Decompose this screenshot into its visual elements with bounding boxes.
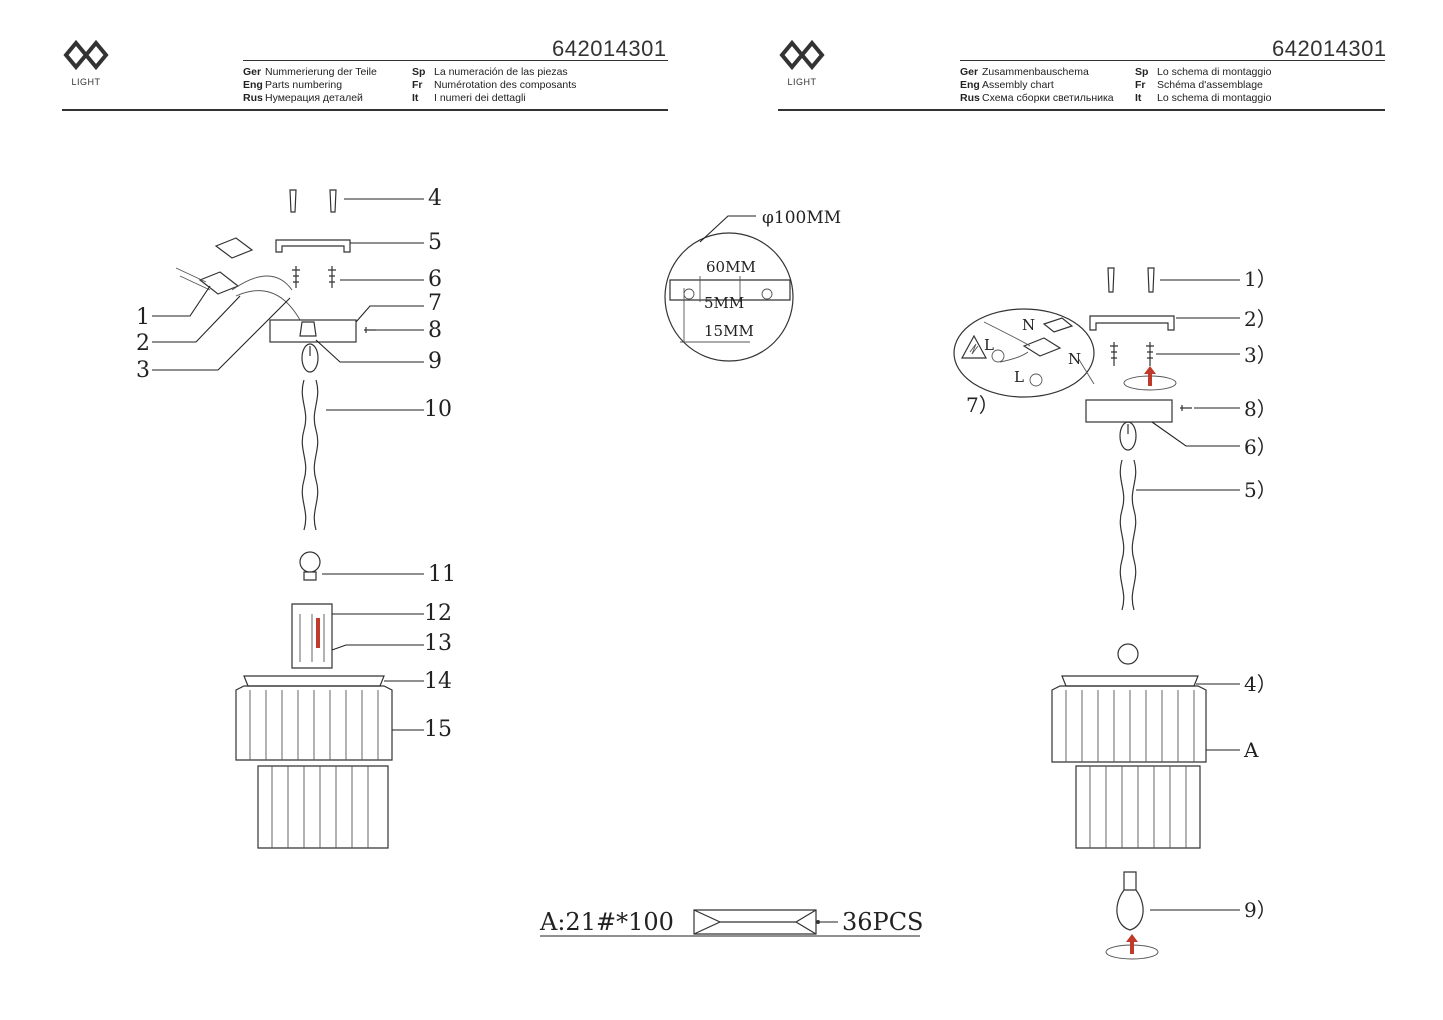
callout-part-12: 12 — [424, 601, 452, 626]
wire-label-l: L — [984, 336, 994, 354]
header-rule — [960, 60, 1385, 61]
callout-step-4: 4） — [1244, 672, 1277, 696]
wire-label-l2: L — [1014, 368, 1024, 386]
callout-part-8: 8 — [428, 318, 442, 343]
callout-part-9: 9 — [428, 349, 442, 374]
header-rule — [243, 60, 668, 61]
callout-part-10: 10 — [424, 397, 452, 422]
parts-drawing — [152, 189, 424, 849]
callout-part-2: 2 — [136, 331, 150, 356]
crystal-spec-code: A:21#*100 — [540, 908, 674, 936]
mw-logo-icon — [62, 35, 110, 87]
crystal-quantity: 36PCS — [842, 908, 924, 936]
callout-step-8: 8） — [1244, 397, 1277, 421]
header-bottom-rule — [778, 109, 1385, 111]
callout-part-4: 4 — [428, 186, 442, 211]
callout-step-5: 5） — [1244, 478, 1277, 502]
callout-step-3: 3） — [1244, 343, 1277, 367]
detail-width-label: 60MM — [706, 258, 756, 276]
header-bottom-rule — [62, 109, 668, 111]
callout-part-14: 14 — [424, 669, 452, 694]
logo-text: LIGHT — [71, 77, 101, 87]
assembly-drawing — [953, 267, 1240, 960]
document-code: 642014301 — [1272, 36, 1387, 61]
callout-part-5: 5 — [428, 230, 442, 255]
detail-slot-label: 5MM — [704, 294, 745, 312]
callout-step-1: 1） — [1244, 267, 1277, 291]
crystal-spec — [540, 909, 920, 937]
logo-text: LIGHT — [787, 77, 817, 87]
callout-step-7: 7） — [966, 393, 999, 417]
callout-step-a: A — [1244, 738, 1259, 762]
callout-step-9: 9） — [1244, 898, 1277, 922]
wire-label-n: N — [1022, 316, 1036, 334]
document-code: 642014301 — [552, 36, 667, 61]
callout-step-2: 2） — [1244, 307, 1277, 331]
wire-label-n2: N — [1068, 350, 1082, 368]
callout-part-3: 3 — [136, 358, 150, 383]
callout-part-1: 1 — [136, 305, 150, 330]
detail-diameter-label: φ100MM — [762, 208, 842, 228]
canopy-detail — [664, 215, 794, 362]
mw-logo-icon — [778, 35, 826, 87]
detail-height-label: 15MM — [704, 322, 754, 340]
callout-step-6: 6） — [1244, 435, 1277, 459]
callout-part-6: 6 — [428, 267, 442, 292]
callout-part-15: 15 — [424, 717, 452, 742]
callout-part-7: 7 — [428, 291, 442, 316]
callout-part-11: 11 — [428, 562, 456, 587]
callout-part-13: 13 — [424, 631, 452, 656]
